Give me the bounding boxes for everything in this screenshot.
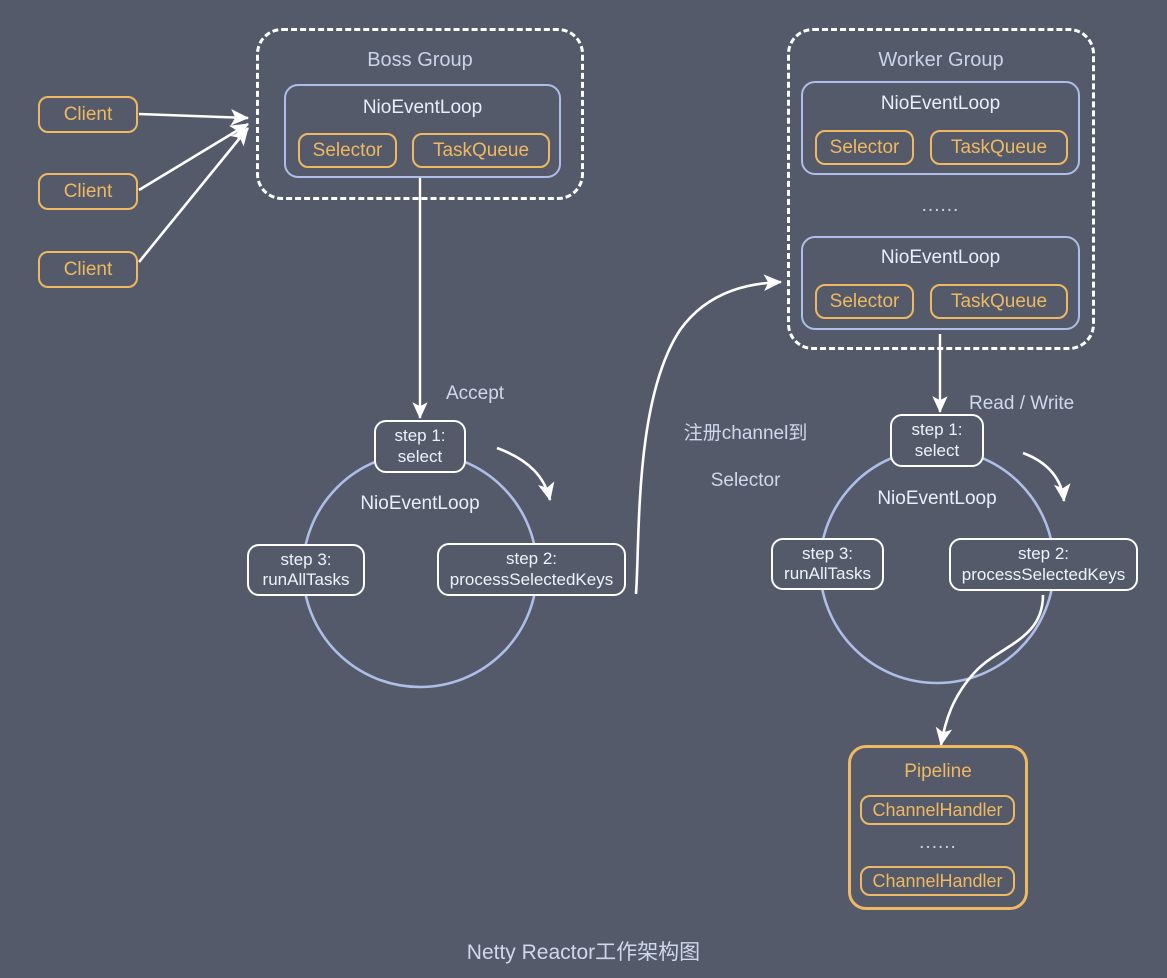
client-label: Client: [63, 258, 113, 280]
worker-step-3-line2: runAllTasks: [784, 564, 871, 583]
worker-step-2-line1: step 2:: [1017, 544, 1070, 564]
channel-handler-label-2: ChannelHandler: [872, 870, 1003, 891]
worker-selector-label-1: Selector: [829, 136, 900, 158]
worker-step-3-line1: step 3:: [801, 543, 854, 563]
boss-selector-label: Selector: [312, 139, 383, 161]
boss-step-3-line1: step 3:: [280, 549, 332, 569]
worker-taskqueue-label-1: TaskQueue: [950, 136, 1048, 158]
worker-step-1[interactable]: step 1: select: [890, 414, 984, 467]
register-channel-line1: 注册channel到: [683, 422, 808, 444]
worker-taskqueue-pill-2[interactable]: TaskQueue: [930, 284, 1068, 319]
worker-step-1-line2: select: [914, 440, 960, 460]
boss-step-2[interactable]: step 2: processSelectedKeys: [437, 543, 626, 596]
pipeline-ellipsis: ......: [919, 832, 957, 853]
read-write-label: Read / Write: [969, 393, 1075, 414]
client-label: Client: [63, 103, 113, 125]
channel-handler-pill-1[interactable]: ChannelHandler: [860, 795, 1015, 825]
register-channel-label: 注册channel到 Selector: [650, 398, 820, 517]
diagram-caption: Netty Reactor工作架构图: [466, 941, 701, 964]
worker-loop-center-label: NioEventLoop: [877, 488, 997, 509]
boss-group-container: [256, 28, 584, 200]
client-box-1[interactable]: Client: [38, 96, 138, 133]
boss-loop-center-label: NioEventLoop: [360, 493, 480, 514]
boss-step-2-line1: step 2:: [505, 549, 558, 569]
boss-group-title: Boss Group: [367, 49, 473, 71]
boss-taskqueue-label: TaskQueue: [432, 139, 530, 161]
pipeline-curve: [935, 594, 1045, 747]
worker-step-2-line2: processSelectedKeys: [961, 564, 1126, 584]
client-box-2[interactable]: Client: [38, 173, 138, 210]
channel-handler-label-1: ChannelHandler: [872, 799, 1003, 820]
pipeline-title: Pipeline: [904, 761, 972, 782]
worker-step-2[interactable]: step 2: processSelectedKeys: [949, 538, 1138, 591]
channel-handler-pill-2[interactable]: ChannelHandler: [860, 866, 1015, 896]
worker-selector-label-2: Selector: [829, 290, 900, 312]
worker-group-title: Worker Group: [878, 49, 1004, 71]
worker-step-3[interactable]: step 3: runAllTasks: [771, 538, 884, 590]
worker-nioeventloop-box-2: [801, 236, 1080, 330]
boss-nioeventloop-title: NioEventLoop: [362, 97, 483, 118]
worker-taskqueue-pill-1[interactable]: TaskQueue: [930, 130, 1068, 165]
boss-selector-pill[interactable]: Selector: [298, 133, 397, 168]
boss-step-3-line2: runAllTasks: [262, 570, 350, 589]
worker-nioeventloop-box-1: [801, 81, 1080, 175]
client-arrows: [137, 109, 250, 263]
worker-step-1-line1: step 1:: [911, 420, 963, 440]
accept-label: Accept: [446, 383, 505, 404]
worker-nioeventloop-title-2: NioEventLoop: [880, 247, 1001, 268]
worker-group-ellipsis: ......: [921, 195, 960, 216]
worker-selector-pill-1[interactable]: Selector: [815, 130, 914, 165]
boss-step-3[interactable]: step 3: runAllTasks: [247, 544, 365, 596]
client-box-3[interactable]: Client: [38, 251, 138, 288]
boss-step-2-line2: processSelectedKeys: [449, 569, 614, 589]
pipeline-container: [848, 745, 1028, 910]
boss-step-1-line1: step 1:: [394, 426, 446, 446]
boss-nioeventloop-box: [284, 84, 561, 178]
boss-step-1[interactable]: step 1: select: [374, 420, 466, 473]
boss-taskqueue-pill[interactable]: TaskQueue: [412, 133, 550, 168]
register-channel-line2: Selector: [710, 470, 781, 492]
boss-step-1-line2: select: [397, 446, 443, 466]
worker-selector-pill-2[interactable]: Selector: [815, 284, 914, 319]
worker-taskqueue-label-2: TaskQueue: [950, 290, 1048, 312]
worker-group-container: [787, 28, 1095, 350]
worker-nioeventloop-title-1: NioEventLoop: [880, 93, 1001, 114]
client-label: Client: [63, 180, 113, 202]
